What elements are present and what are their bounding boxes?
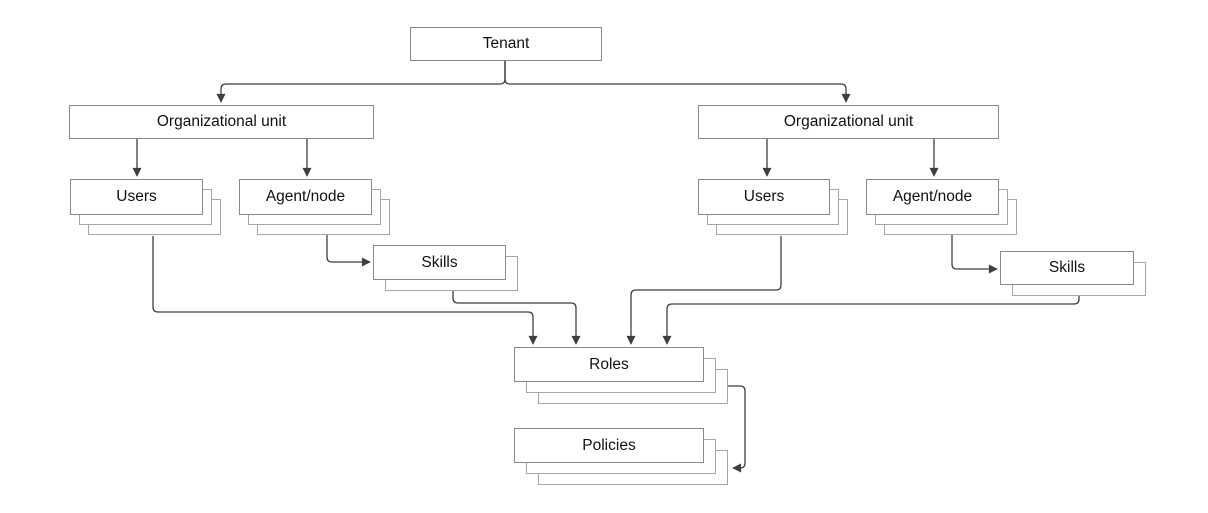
edge-skills-left-to-roles (452, 291, 581, 345)
node-policies: Policies (514, 428, 704, 463)
node-skills-left-label: Skills (421, 253, 458, 271)
edge-tenant-to-ou-left (216, 61, 506, 103)
node-roles: Roles (514, 347, 704, 382)
edge-skills-right-to-roles (662, 296, 1080, 345)
node-tenant: Tenant (410, 27, 602, 61)
node-users-right-label: Users (743, 188, 785, 205)
node-skills-right-label: Skills (1048, 259, 1086, 276)
node-organizational-unit-right-label: Organizational unit (783, 113, 914, 130)
node-agent-node-right: Agent/node (866, 179, 999, 215)
node-roles-label: Roles (589, 355, 629, 373)
node-users-left: Users (70, 179, 203, 215)
node-skills-right: Skills (1000, 251, 1134, 285)
node-organizational-unit-left-label: Organizational unit (156, 113, 287, 130)
edge-agent-left-to-skills-left (326, 235, 371, 267)
node-organizational-unit-left: Organizational unit (69, 105, 374, 139)
node-users-right: Users (698, 179, 830, 215)
edge-users-right-to-roles (626, 236, 782, 345)
node-agent-node-right-label: Agent/node (892, 188, 973, 205)
edge-agent-right-to-skills-right (951, 235, 998, 274)
edge-tenant-to-ou-right (504, 61, 851, 103)
node-agent-node-left: Agent/node (239, 179, 372, 215)
node-organizational-unit-right: Organizational unit (698, 105, 999, 139)
node-agent-node-left-label: Agent/node (265, 188, 346, 205)
node-tenant-label: Tenant (482, 35, 530, 52)
node-skills-left: Skills (373, 245, 506, 280)
node-users-left-label: Users (116, 188, 157, 205)
node-policies-label: Policies (582, 436, 636, 454)
edge-roles-to-policies (728, 385, 746, 473)
